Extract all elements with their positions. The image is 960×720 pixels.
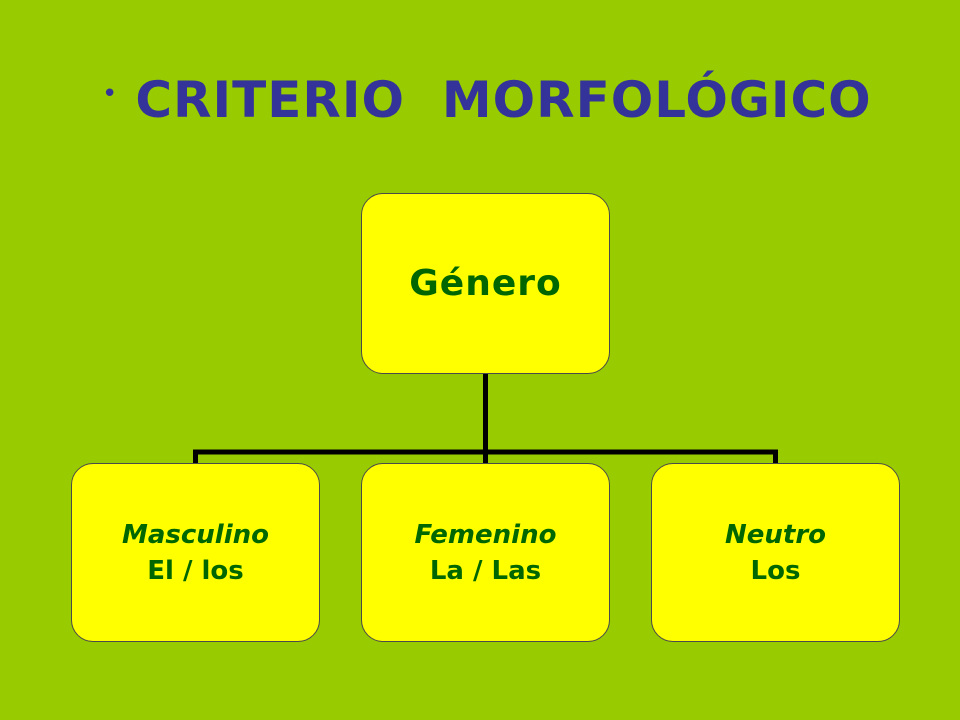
node-neutro: Neutro Los bbox=[651, 463, 900, 642]
node-femenino: Femenino La / Las bbox=[361, 463, 610, 642]
slide-title: • CRITERIO MORFOLÓGICO bbox=[102, 60, 872, 140]
node-neutro-name: Neutro bbox=[724, 519, 827, 550]
node-genero: Género bbox=[361, 193, 610, 374]
node-neutro-articles: Los bbox=[750, 555, 801, 586]
node-femenino-articles: La / Las bbox=[429, 555, 542, 586]
title-text: CRITERIO MORFOLÓGICO bbox=[135, 71, 872, 129]
node-femenino-name: Femenino bbox=[414, 519, 557, 550]
node-masculino-name: Masculino bbox=[121, 519, 269, 550]
node-masculino: Masculino El / los bbox=[71, 463, 320, 642]
node-genero-label: Género bbox=[409, 263, 562, 304]
node-masculino-articles: El / los bbox=[147, 555, 244, 586]
title-bullet: • bbox=[102, 79, 118, 109]
